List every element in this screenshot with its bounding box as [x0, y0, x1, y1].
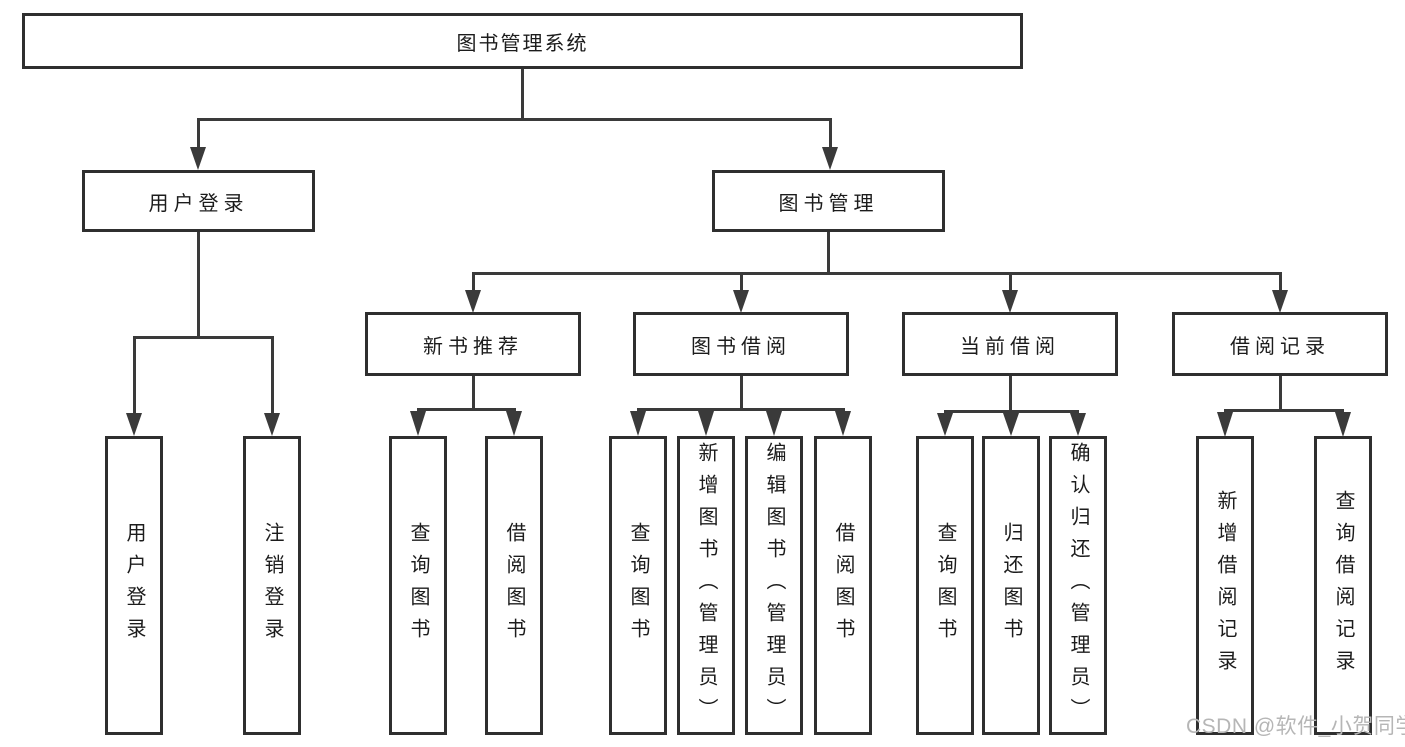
connector-arrow [698, 411, 714, 436]
connector-arrow [465, 290, 481, 313]
leaf-node-confirm-return-admin: 确认归还（管理员） [1049, 436, 1107, 735]
connector-arrow [937, 413, 953, 436]
connector-line [636, 408, 845, 411]
leaf-node-query-book-recommend: 查询图书 [389, 436, 447, 735]
connector-arrow [1272, 290, 1288, 313]
connector-line [739, 275, 743, 292]
connector-arrow [1217, 412, 1233, 437]
leaf-node-borrow-book: 借阅图书 [814, 436, 872, 735]
leaf-node-edit-book-admin: 编辑图书（管理员） [745, 436, 803, 735]
connector-line [739, 376, 743, 408]
connector-arrow [1002, 290, 1018, 313]
connector-arrow [506, 411, 522, 436]
connector-line [520, 69, 524, 118]
leaf-node-logout: 注销登录 [243, 436, 301, 735]
connector-arrow [835, 411, 851, 436]
connector-line [196, 232, 200, 336]
connector-line [132, 339, 136, 414]
leaf-node-add-borrow-record: 新增借阅记录 [1196, 436, 1254, 735]
branch-node-user-login: 用户登录 [82, 170, 315, 232]
branch-node-book-borrow: 图书借阅 [633, 312, 849, 376]
connector-arrow [410, 411, 426, 436]
leaf-node-user-login: 用户登录 [105, 436, 163, 735]
connector-arrow [766, 411, 782, 436]
connector-line [1278, 275, 1282, 292]
leaf-node-return-book: 归还图书 [982, 436, 1040, 735]
connector-line [196, 121, 200, 149]
connector-line [828, 121, 832, 149]
connector-line [1008, 376, 1012, 410]
branch-node-current-borrow: 当前借阅 [902, 312, 1118, 376]
connector-arrow [822, 147, 838, 170]
connector-arrow [190, 147, 206, 170]
connector-line [132, 336, 274, 339]
leaf-node-add-book-admin: 新增图书（管理员） [677, 436, 735, 735]
connector-line [416, 408, 516, 411]
branch-node-borrow-records: 借阅记录 [1172, 312, 1388, 376]
connector-line [943, 410, 1079, 413]
connector-arrow [733, 290, 749, 313]
connector-line [471, 376, 475, 408]
csdn-watermark: CSDN @软件_小贺同学 [1186, 715, 1405, 738]
connector-line [471, 275, 475, 292]
connector-line [1223, 409, 1344, 412]
leaf-node-borrow-book-recommend: 借阅图书 [485, 436, 543, 735]
connector-arrow [630, 411, 646, 436]
leaf-node-query-book-borrow: 查询图书 [609, 436, 667, 735]
connector-line [1278, 376, 1282, 409]
branch-node-new-book-recommend: 新书推荐 [365, 312, 581, 376]
connector-arrow [1070, 413, 1086, 436]
connector-line [471, 272, 1282, 275]
leaf-node-query-book-current: 查询图书 [916, 436, 974, 735]
branch-node-book-management: 图书管理 [712, 170, 945, 232]
connector-line [826, 232, 830, 272]
connector-arrow [1003, 413, 1019, 436]
leaf-node-query-borrow-record: 查询借阅记录 [1314, 436, 1372, 735]
connector-arrow [264, 413, 280, 436]
connector-line [1008, 275, 1012, 292]
root-node-library-system: 图书管理系统 [22, 13, 1023, 69]
connector-line [196, 118, 832, 121]
connector-arrow [126, 413, 142, 436]
connector-line [270, 339, 274, 414]
connector-arrow [1335, 412, 1351, 437]
